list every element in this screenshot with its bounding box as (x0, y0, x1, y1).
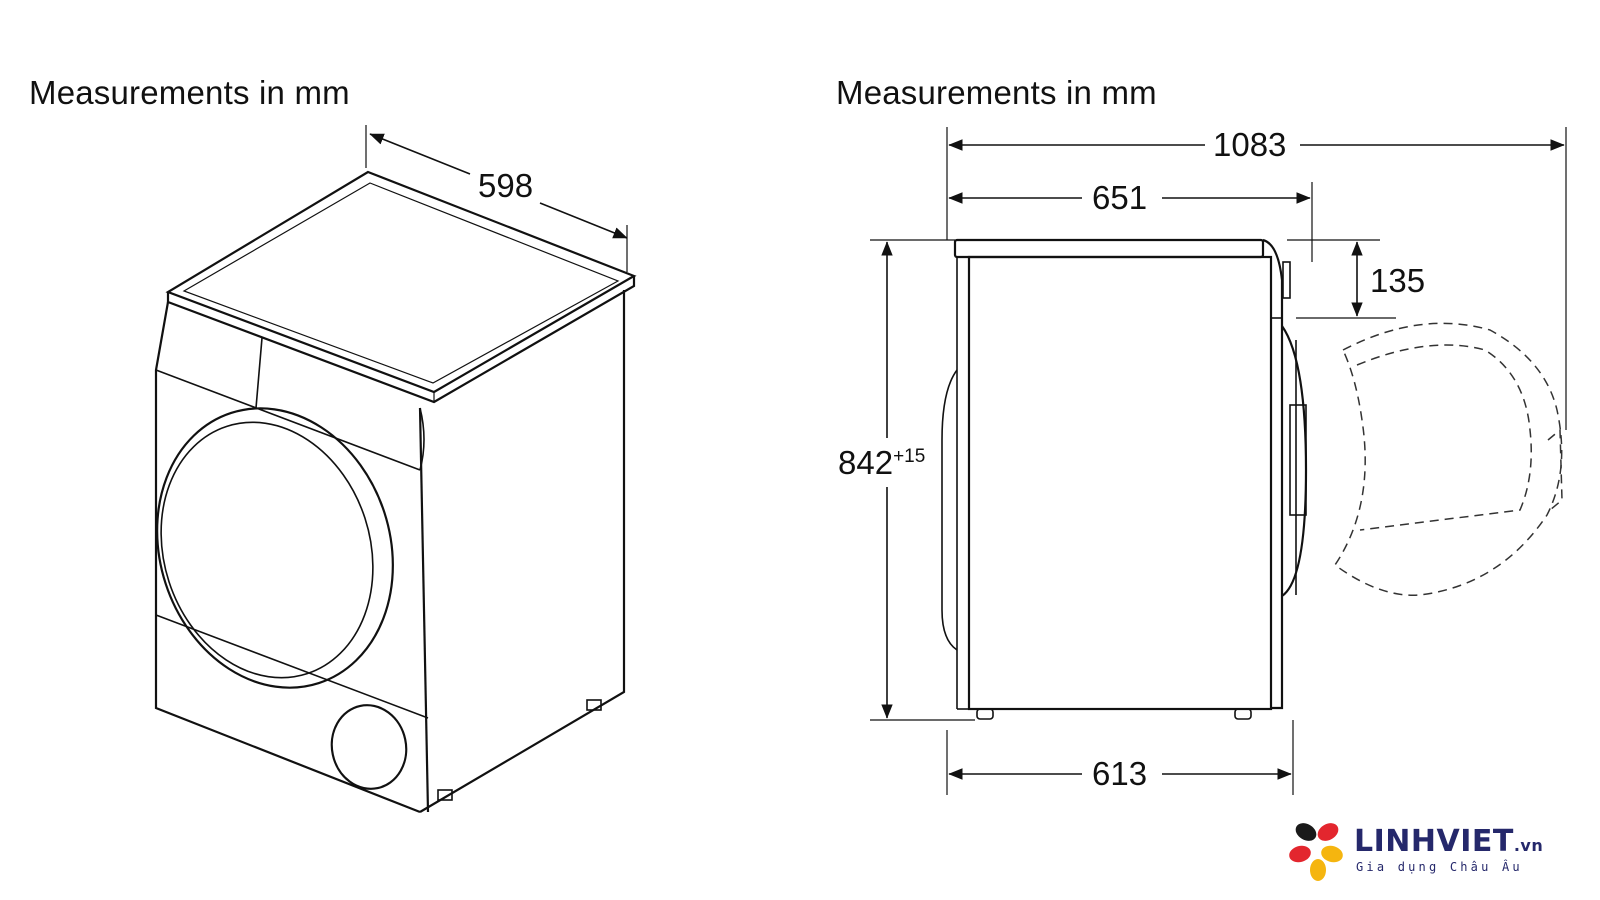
side-view-dryer (941, 238, 1308, 720)
total-depth-label: 1083 (1213, 126, 1286, 163)
isometric-dryer-illustration (154, 170, 637, 814)
logo-name: LINHVIET (1354, 824, 1514, 859)
width-dimension-label: 598 (478, 167, 533, 204)
logo-flower-icon (1289, 823, 1343, 881)
logo-tld: .vn (1513, 836, 1544, 855)
height-tolerance-label: +15 (893, 446, 925, 467)
height-label: 842 (838, 444, 893, 481)
door-open-outline (1333, 322, 1563, 596)
width-dimension: 598 (365, 125, 628, 272)
left-view-title: Measurements in mm (29, 74, 350, 111)
height-dimension: 842+15 (838, 239, 975, 721)
control-panel-height-label: 135 (1370, 262, 1425, 299)
svg-text:842+15: 842+15 (838, 444, 925, 481)
control-panel-height-dimension: 135 (1287, 239, 1425, 319)
logo-tagline: Gia dụng Châu Âu (1356, 860, 1523, 874)
right-view-title: Measurements in mm (836, 74, 1157, 111)
depth-with-door-dimension: 651 (948, 179, 1313, 262)
total-depth-dimension: 1083 (946, 126, 1567, 430)
body-depth-label: 613 (1092, 755, 1147, 792)
depth-with-door-label: 651 (1092, 179, 1147, 216)
body-depth-dimension: 613 (946, 720, 1294, 795)
linhviet-logo: LINHVIET.vn Gia dụng Châu Âu (1286, 818, 1576, 888)
